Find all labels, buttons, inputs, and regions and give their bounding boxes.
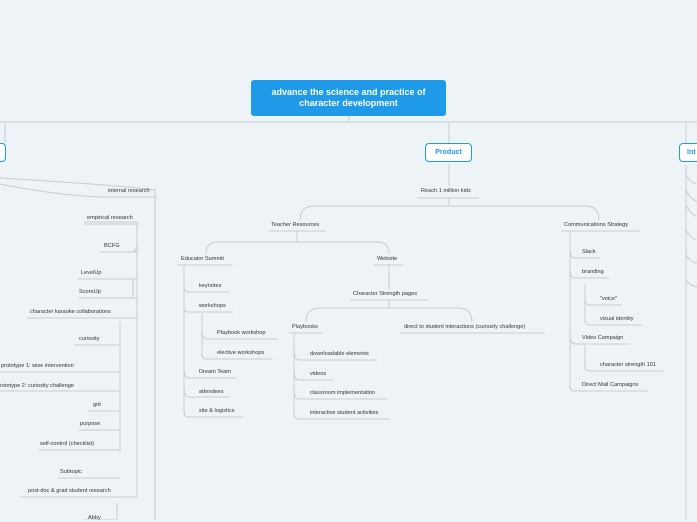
root-topic[interactable]: advance the science and practice of char… bbox=[251, 80, 446, 116]
branch-right-partial[interactable]: Int bbox=[679, 143, 697, 162]
node-videos[interactable]: videos bbox=[310, 371, 327, 377]
node-bcfg[interactable]: BCFG bbox=[104, 243, 120, 249]
node-internal-research[interactable]: internal research bbox=[108, 188, 150, 194]
branch-left-partial[interactable] bbox=[0, 143, 6, 162]
node-abby[interactable]: Abby bbox=[88, 515, 101, 521]
node-direct-to-student[interactable]: direct to student interactions (curiosit… bbox=[404, 324, 526, 330]
node-playbook-workshop[interactable]: Playbook workshop bbox=[217, 330, 266, 336]
node-self-control[interactable]: self-control (checklist) bbox=[40, 441, 95, 447]
node-postdoc[interactable]: post-doc & grad student research bbox=[28, 488, 111, 494]
node-karaoke[interactable]: character karaoke collaborations bbox=[30, 309, 111, 315]
node-branding[interactable]: branding bbox=[582, 269, 604, 275]
node-purpose[interactable]: purpose bbox=[80, 421, 101, 427]
node-curiosity[interactable]: curiosity bbox=[79, 336, 100, 342]
node-direct-mail[interactable]: Direct Mail Campaigns bbox=[582, 382, 639, 388]
node-grit[interactable]: grit bbox=[93, 402, 101, 408]
branch-product-label: Product bbox=[435, 149, 462, 156]
node-workshops[interactable]: workshops bbox=[199, 303, 226, 309]
node-downloadable-elements[interactable]: downloadable elements bbox=[310, 351, 369, 357]
node-educator-summit[interactable]: Educator Summit bbox=[181, 256, 224, 262]
node-prototype-1[interactable]: prototype 1: wise intervention bbox=[1, 363, 74, 369]
node-classroom-implementation[interactable]: classroom implementation bbox=[310, 390, 375, 396]
node-dream-team[interactable]: Dream Team bbox=[199, 369, 231, 375]
node-site-logistics[interactable]: site & logistics bbox=[199, 408, 235, 414]
node-levelup[interactable]: LevelUp bbox=[81, 270, 102, 276]
node-slack[interactable]: Slack bbox=[582, 249, 596, 255]
node-character-strength-pages[interactable]: Character Strength pages bbox=[353, 291, 418, 297]
node-scoreup[interactable]: ScoreUp bbox=[79, 289, 101, 295]
node-teacher-resources[interactable]: Teacher Resources bbox=[271, 222, 320, 228]
node-voice[interactable]: "voice" bbox=[600, 296, 618, 302]
branch-right-label: Int bbox=[687, 149, 696, 156]
node-attendees[interactable]: attendees bbox=[199, 389, 224, 395]
node-communications-strategy[interactable]: Communications Strategy bbox=[564, 222, 629, 228]
node-website[interactable]: Website bbox=[377, 256, 398, 262]
node-prototype-2[interactable]: rototype 2: curiosity challenge bbox=[0, 383, 75, 389]
node-empirical-research[interactable]: empirical research bbox=[87, 215, 133, 221]
node-playbooks[interactable]: Playbooks bbox=[292, 324, 318, 330]
node-subtopic[interactable]: Subtopic bbox=[60, 469, 82, 475]
node-visual-identity[interactable]: visual identity bbox=[600, 316, 634, 322]
node-interactive-activities[interactable]: interactive student activities bbox=[310, 410, 379, 416]
node-elective-workshops[interactable]: elective workshops bbox=[217, 350, 265, 356]
branch-product[interactable]: Product bbox=[425, 143, 472, 162]
node-keynotes[interactable]: keynotes bbox=[199, 283, 222, 289]
node-video-campaign[interactable]: Video Campaign bbox=[582, 335, 624, 341]
node-reach[interactable]: Reach 1 million kids bbox=[421, 188, 471, 194]
node-character-strength-101[interactable]: character strength 101 bbox=[600, 362, 656, 368]
root-topic-label: advance the science and practice of char… bbox=[271, 87, 426, 108]
